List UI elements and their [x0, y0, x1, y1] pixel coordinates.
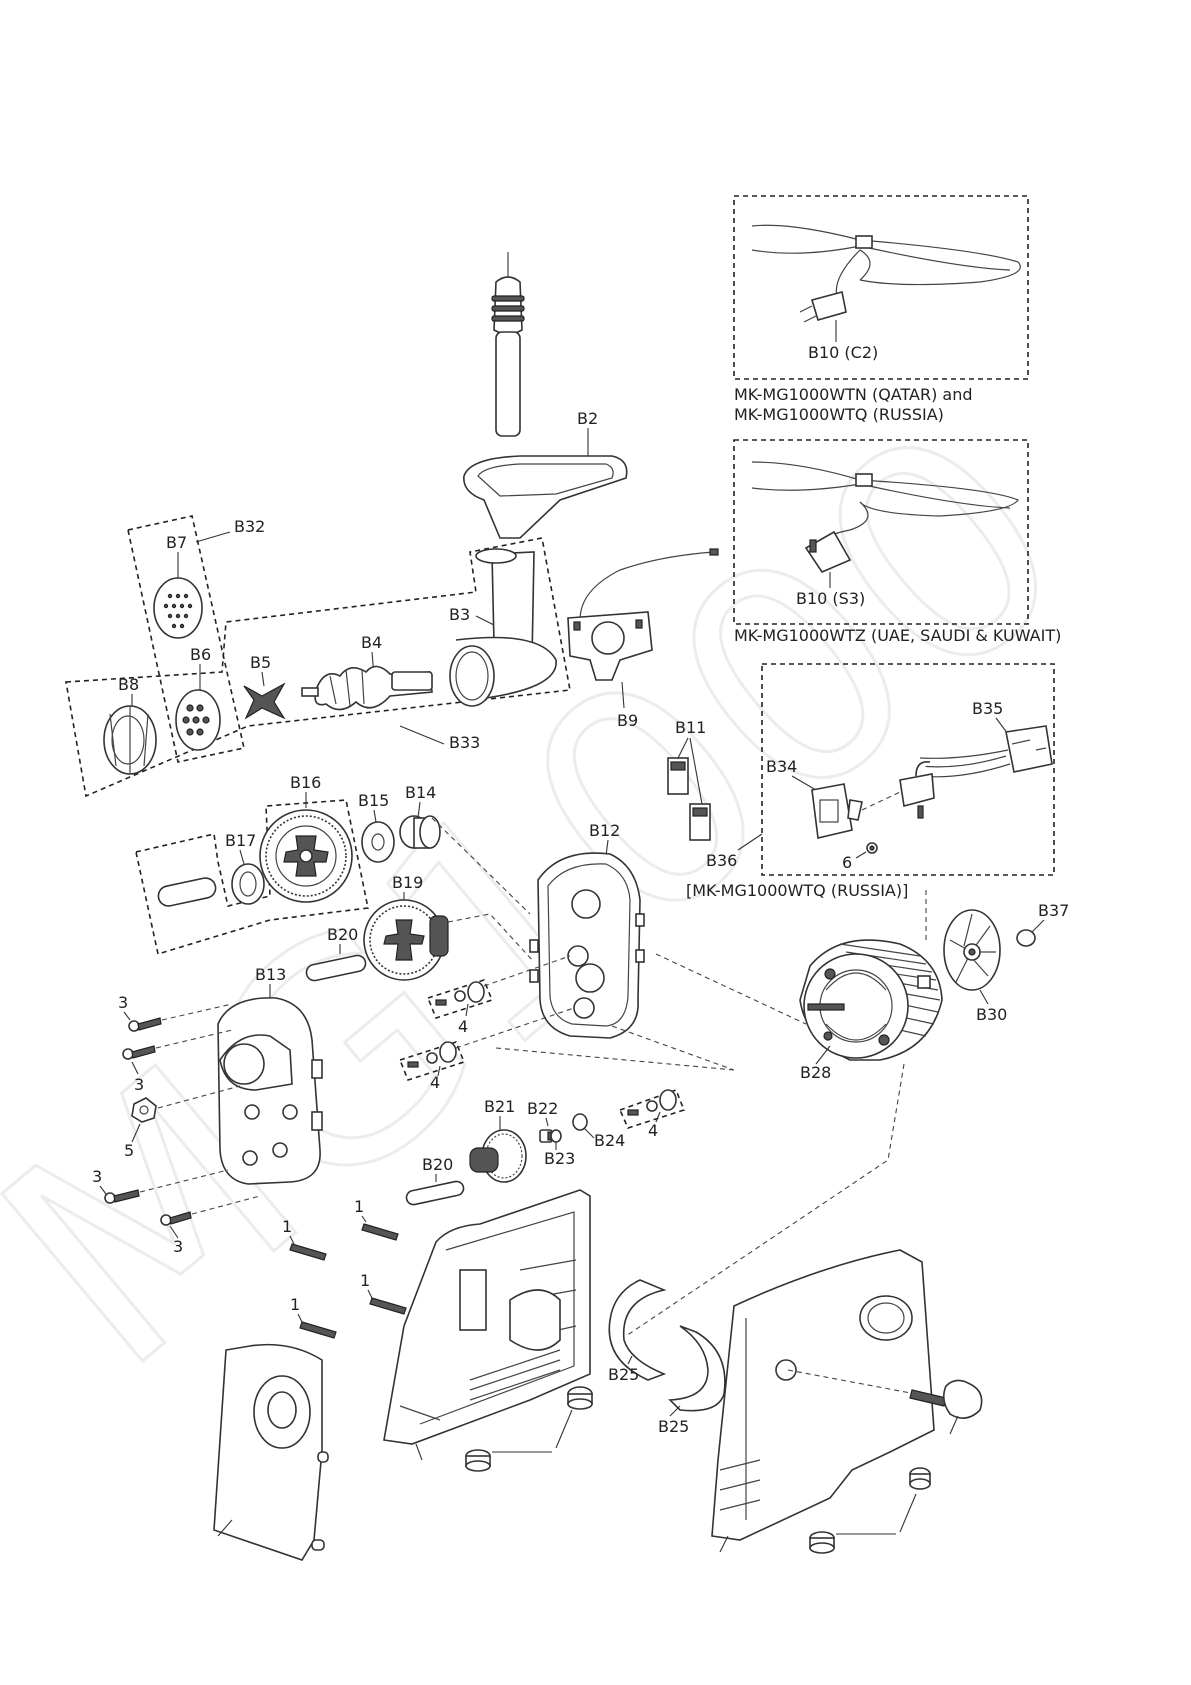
label-b28: B28 [800, 1063, 831, 1082]
label-n1d: 1 [290, 1295, 300, 1314]
label-b10-s3: B10 (S3) [796, 589, 865, 608]
label-b8: B8 [118, 675, 139, 694]
label-b20a: B20 [327, 925, 358, 944]
label-b30: B30 [976, 1005, 1007, 1024]
label-b13: B13 [255, 965, 286, 984]
label-n6: 6 [842, 853, 852, 872]
label-n4a: 4 [458, 1017, 468, 1036]
label-b9: B9 [617, 711, 638, 730]
label-b21: B21 [484, 1097, 515, 1116]
foot-left-a [556, 1387, 592, 1448]
knife-b5: B5 [244, 653, 284, 718]
label-b36: B36 [706, 851, 737, 870]
plug-c2-icon [812, 292, 846, 320]
label-b23: B23 [544, 1149, 575, 1168]
main-housing-right [712, 1250, 934, 1552]
foot-right-a [900, 1468, 930, 1532]
label-b2: B2 [577, 409, 598, 428]
label-n3a: 3 [118, 993, 128, 1012]
label-b5: B5 [250, 653, 271, 672]
caption-qatar-line1: MK-MG1000WTN (QATAR) and [734, 385, 973, 404]
caption-uae: MK-MG1000WTZ (UAE, SAUDI & KUWAIT) [734, 626, 1061, 645]
label-n1a: 1 [354, 1197, 364, 1216]
label-n3b: 3 [134, 1075, 144, 1094]
label-b14: B14 [405, 783, 436, 802]
half-ring-b25-lower: B25 [658, 1326, 725, 1436]
foot-left-b [466, 1450, 552, 1471]
label-b15: B15 [358, 791, 389, 810]
washer-b24: B24 [573, 1114, 625, 1150]
food-pusher [492, 252, 524, 436]
label-b33: B33 [449, 733, 480, 752]
label-b4: B4 [361, 633, 382, 652]
label-n4b: 4 [430, 1073, 440, 1092]
half-ring-b25-upper: B25 [608, 1280, 664, 1384]
label-b3: B3 [449, 605, 470, 624]
ring-nut-b8: B8 [104, 675, 156, 774]
screw-1-c: 1 [360, 1271, 406, 1314]
label-n1c: 1 [360, 1271, 370, 1290]
hopper-tray-b2: B2 [464, 409, 627, 538]
label-n3c: 3 [92, 1167, 102, 1186]
fine-plate-b7 [154, 578, 202, 638]
auger-b4: B4 [302, 633, 432, 710]
front-panel [214, 1345, 328, 1560]
label-n3d: 3 [173, 1237, 183, 1256]
label-n4c: 4 [648, 1121, 658, 1140]
label-b24: B24 [594, 1131, 625, 1150]
foot-right-b [810, 1532, 896, 1553]
label-b10-c2: B10 (C2) [808, 343, 878, 362]
fan-b30: B30 [944, 910, 1007, 1024]
label-b25a: B25 [608, 1365, 639, 1384]
label-b22: B22 [527, 1099, 558, 1118]
label-b12: B12 [589, 821, 620, 840]
label-b6: B6 [190, 645, 211, 664]
cord-c2-box [734, 196, 1028, 379]
cord-c2-wire [752, 225, 1020, 284]
label-b16: B16 [290, 773, 321, 792]
caption-russia: [MK-MG1000WTQ (RUSSIA)] [686, 881, 908, 900]
label-b11: B11 [675, 718, 706, 737]
cap-b37: B37 [1017, 901, 1069, 946]
label-b37: B37 [1038, 901, 1069, 920]
label-n5: 5 [124, 1141, 134, 1160]
label-b19: B19 [392, 873, 423, 892]
power-cord-c2-group: B10 (C2) [734, 196, 1028, 379]
label-b34: B34 [766, 757, 797, 776]
label-n1b: 1 [282, 1217, 292, 1236]
caption-qatar-line2: MK-MG1000WTQ (RUSSIA) [734, 405, 944, 424]
label-b25b: B25 [658, 1417, 689, 1436]
label-b17: B17 [225, 831, 256, 850]
label-b20b: B20 [422, 1155, 453, 1174]
label-b32: B32 [234, 517, 265, 536]
label-b7: B7 [166, 533, 187, 552]
main-housing-left [384, 1190, 590, 1460]
label-b35: B35 [972, 699, 1003, 718]
